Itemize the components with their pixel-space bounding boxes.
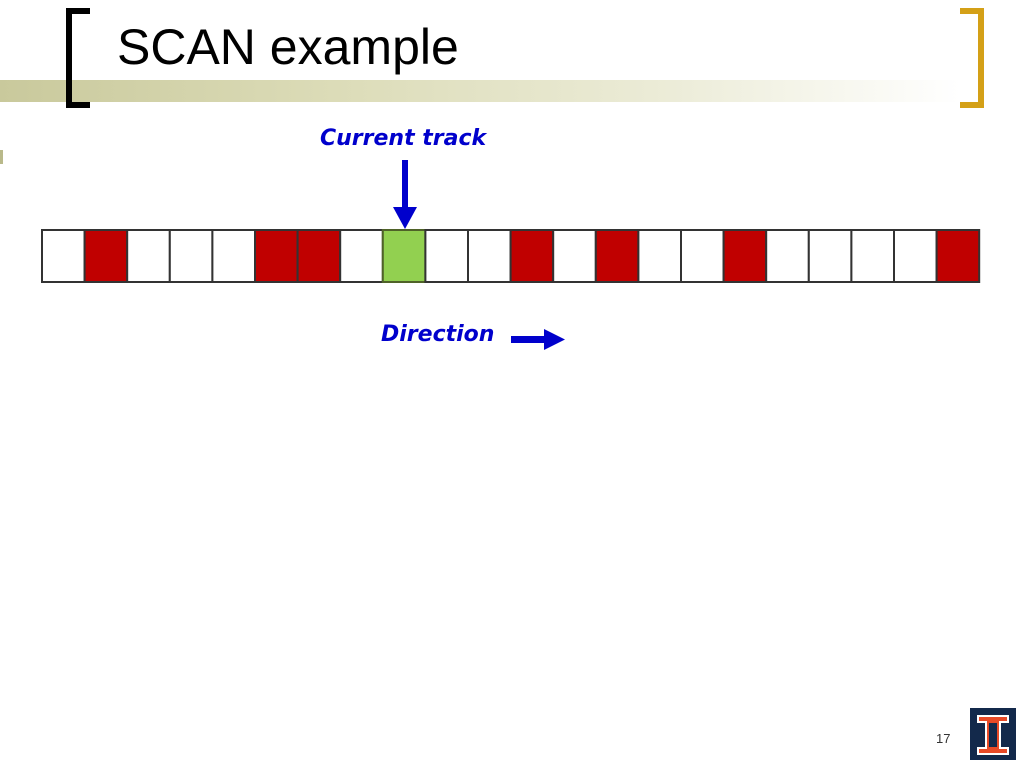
direction-label: Direction bbox=[381, 322, 495, 347]
left-bracket-decoration bbox=[66, 8, 90, 108]
request-track-cell bbox=[509, 229, 555, 283]
empty-track-cell bbox=[893, 229, 938, 283]
page-number: 17 bbox=[936, 731, 951, 746]
empty-track-cell bbox=[168, 229, 214, 283]
empty-track-cell bbox=[807, 229, 853, 283]
empty-track-cell bbox=[850, 229, 896, 283]
edge-decoration bbox=[0, 150, 3, 164]
request-track-cell bbox=[83, 229, 129, 283]
request-track-cell bbox=[296, 229, 342, 283]
empty-track-cell bbox=[424, 229, 469, 283]
empty-track-cell bbox=[211, 229, 256, 283]
empty-track-cell bbox=[765, 229, 810, 283]
arrow-right-icon bbox=[511, 329, 565, 350]
block-i-logo-icon bbox=[977, 715, 1009, 755]
request-track-cell bbox=[254, 229, 299, 283]
empty-track-cell bbox=[552, 229, 597, 283]
current-track-cell bbox=[381, 229, 427, 283]
current-track-label: Current track bbox=[320, 126, 487, 151]
slide-title: SCAN example bbox=[117, 19, 459, 75]
empty-track-cell bbox=[467, 229, 512, 283]
right-bracket-decoration bbox=[960, 8, 984, 108]
empty-track-cell bbox=[637, 229, 683, 283]
empty-track-cell bbox=[680, 229, 725, 283]
title-band bbox=[0, 80, 960, 102]
request-track-cell bbox=[722, 229, 768, 283]
university-logo bbox=[970, 708, 1016, 760]
request-track-cell bbox=[935, 229, 981, 283]
empty-track-cell bbox=[339, 229, 384, 283]
track-cells bbox=[41, 229, 981, 283]
empty-track-cell bbox=[41, 229, 86, 283]
request-track-cell bbox=[594, 229, 640, 283]
arrow-down-icon bbox=[393, 160, 417, 229]
empty-track-cell bbox=[126, 229, 171, 283]
